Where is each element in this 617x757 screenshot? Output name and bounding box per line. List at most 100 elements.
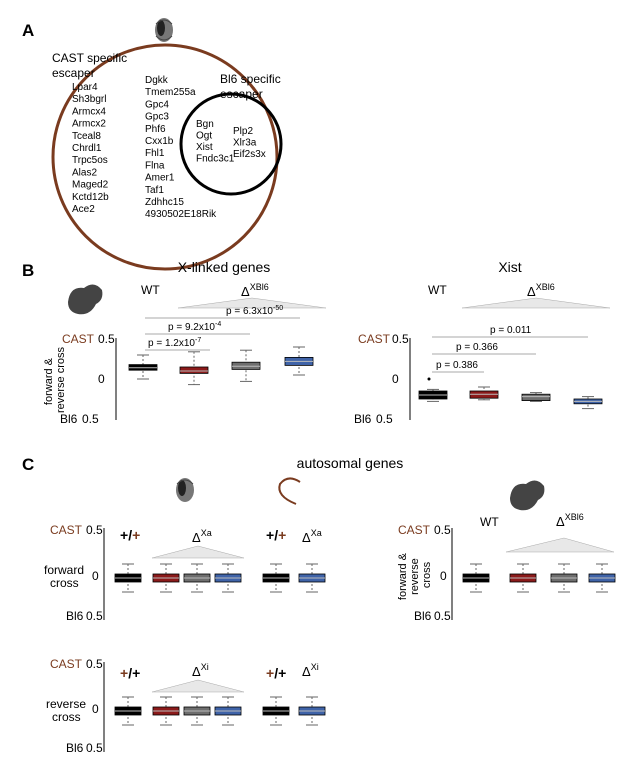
xist-pval-1: p = 0.386 <box>436 360 478 371</box>
autosomal-box <box>298 696 326 726</box>
c-cast-tick: CAST <box>50 523 83 537</box>
gene-name: Ace2 <box>72 204 95 215</box>
bl6-specific-title: Bl6 specific <box>220 72 281 86</box>
delta-xa-triangle <box>151 545 245 559</box>
gene-name: Fhl1 <box>145 148 165 159</box>
gene-name: Gpc3 <box>145 112 169 123</box>
c-right-cast-value: 0.5 <box>434 523 451 537</box>
gene-name: Flna <box>145 160 165 171</box>
box-outlier <box>427 377 431 381</box>
pval-3: p = 6.3x10-50 <box>226 305 283 317</box>
mouse-icon-c <box>510 480 545 511</box>
c-bl6-tick: Bl6 <box>66 609 84 623</box>
autosomal-box <box>262 563 290 593</box>
cast-tick-value-xist: 0.5 <box>392 332 409 346</box>
gene-name: Maged2 <box>72 180 109 191</box>
trophoblast-icon <box>278 477 301 505</box>
reverse-cross-label: reverse cross <box>46 697 89 724</box>
autosomal-box <box>114 563 142 593</box>
gene-name: Fndc3c1 <box>196 154 235 165</box>
gene-name: Phf6 <box>145 124 166 135</box>
boxplot-red <box>179 351 209 386</box>
xist-pval-3: p = 0.011 <box>490 325 532 336</box>
c-right-bl6-value: 0.5 <box>434 609 451 623</box>
bl6-tick-value: 0.5 <box>82 412 99 426</box>
forward-cross-label: forward cross <box>44 563 87 590</box>
xist-boxplots <box>418 377 603 410</box>
xist-pval-2: p = 0.366 <box>456 342 498 353</box>
c-bl6-value: 0.5 <box>86 609 103 623</box>
zero-tick-label-xist: 0 <box>392 372 399 386</box>
box-iqr <box>179 366 209 374</box>
gene-name: Chrdl1 <box>72 143 102 154</box>
autosomal-box <box>550 563 578 593</box>
c-bottom-zero-tick: 0 <box>92 702 99 716</box>
boxplot-gray <box>521 392 551 402</box>
gene-name: Xist <box>196 142 213 153</box>
genotype-plus-plus-bottom-2: +/+ <box>266 665 286 681</box>
gene-name: Cxx1b <box>145 136 174 147</box>
gene-name: Tmem255a <box>145 87 196 98</box>
cast-tick-label-xist: CAST <box>358 332 391 346</box>
pval-1: p = 1.2x10-7 <box>148 337 201 349</box>
autosomal-box <box>588 563 616 593</box>
autosomal-box <box>298 563 326 593</box>
genotype-plus-plus-bottom: +/+ <box>120 665 140 681</box>
autosomal-title: autosomal genes <box>297 455 404 471</box>
c-bottom-cast-value: 0.5 <box>86 657 103 671</box>
c-right-zero-tick: 0 <box>440 569 447 583</box>
boxplot-black <box>418 377 448 402</box>
cast-specific-title-2: escaper <box>52 66 95 80</box>
gene-name: Amer1 <box>145 173 175 184</box>
delta-xbl6-label-xist: ΔXBl6 <box>527 282 555 299</box>
delta-triangle-xist <box>461 297 611 309</box>
panel-b-letter: B <box>22 261 34 280</box>
autosomal-box <box>509 563 537 593</box>
gene-name: Armcx2 <box>72 119 106 130</box>
c-right-cast-tick: CAST <box>398 523 431 537</box>
gene-name: Trpc5os <box>72 155 108 166</box>
gene-name: Kctd12b <box>72 192 109 203</box>
delta-xi-label: ΔXi <box>192 662 209 679</box>
c-right-ylabel: forward & reverse cross <box>397 550 433 600</box>
autosomal-box <box>183 563 211 593</box>
delta-xa-label-2: ΔXa <box>302 528 322 545</box>
gene-name: Lpar4 <box>72 82 98 93</box>
boxplot-blue <box>284 346 314 376</box>
autosomal-box <box>152 696 180 726</box>
genotype-plus-plus-cast-2: +/+ <box>266 527 286 543</box>
genotype-plus-plus-cast: +/+ <box>120 527 140 543</box>
delta-xi-label-2: ΔXi <box>302 662 319 679</box>
pval-2: p = 9.2x10-4 <box>168 321 221 333</box>
b-ylabel: forward & reverse cross <box>43 346 67 413</box>
wt-label: WT <box>141 283 160 297</box>
autosomal-box <box>114 696 142 726</box>
boxplot-gray <box>231 349 261 382</box>
mouse-icon <box>68 284 103 315</box>
delta-xi-triangle <box>151 679 245 693</box>
zero-tick-label: 0 <box>98 372 105 386</box>
c-cast-value: 0.5 <box>86 523 103 537</box>
boxplot-red <box>469 386 499 401</box>
c-wt-label: WT <box>480 515 499 529</box>
autosomal-boxplots <box>114 563 616 726</box>
xist-title: Xist <box>498 259 521 275</box>
xlinked-boxplots <box>128 346 314 386</box>
embryo-icon-c <box>176 478 194 502</box>
cast-specific-title: CAST specific <box>52 51 127 65</box>
autosomal-box <box>214 696 242 726</box>
autosomal-box <box>462 563 490 593</box>
bl6-circle <box>179 92 283 196</box>
delta-xa-label: ΔXa <box>192 528 212 545</box>
c-delta-xbl6-label: ΔXBl6 <box>556 512 584 529</box>
gene-name: Eif2s3x <box>233 149 266 160</box>
c-right-bl6-tick: Bl6 <box>414 609 432 623</box>
panel-a-letter: A <box>22 21 34 40</box>
bl6-tick-label: Bl6 <box>60 412 78 426</box>
gene-name: Tceal8 <box>72 131 101 142</box>
gene-name: Gpc4 <box>145 99 169 110</box>
autosomal-box <box>183 696 211 726</box>
c-delta-xbl6-triangle <box>505 537 615 553</box>
cast-gene-list-1: Lpar4Sh3bgrlArmcx4Armcx2Tceal8Chrdl1Trpc… <box>72 82 109 215</box>
